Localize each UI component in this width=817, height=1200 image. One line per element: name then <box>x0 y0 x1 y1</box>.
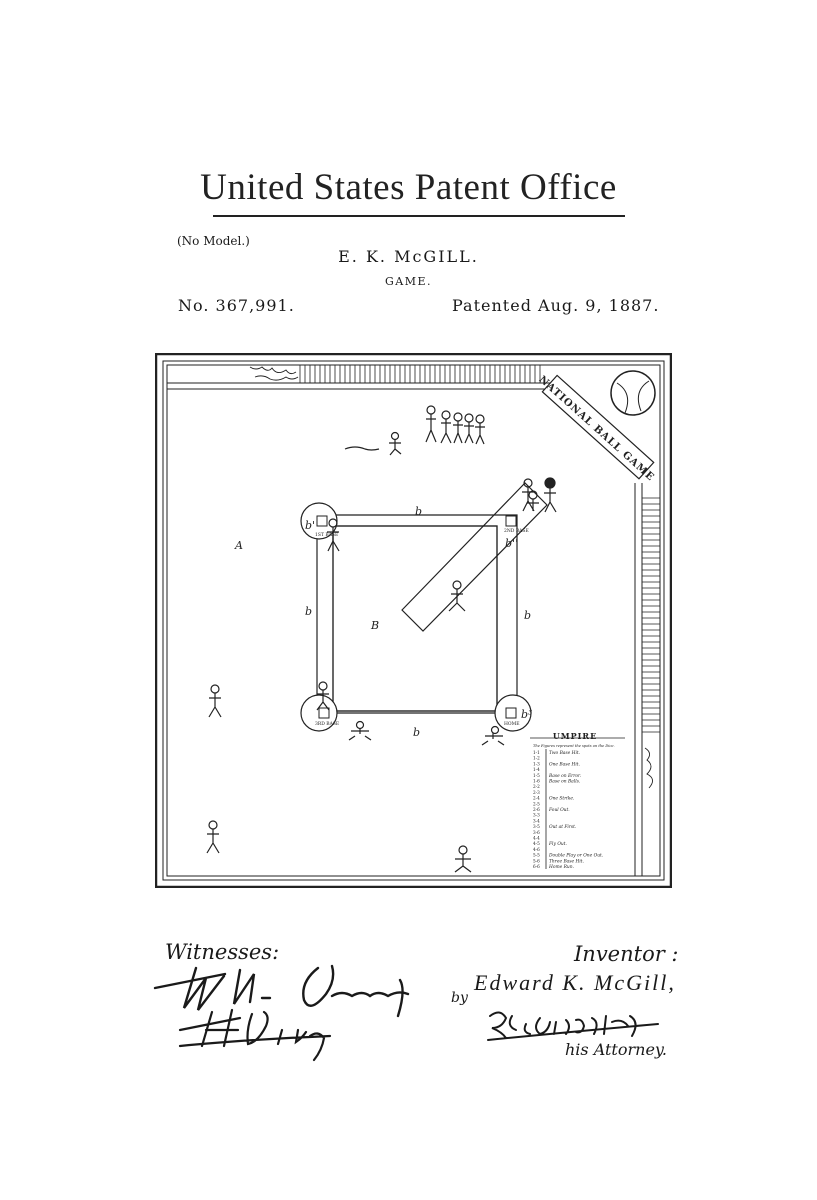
witness-2-signature-mark <box>180 1010 330 1060</box>
attorney-signature-mark <box>488 1012 658 1040</box>
witness-1-signature-mark <box>155 966 408 1016</box>
